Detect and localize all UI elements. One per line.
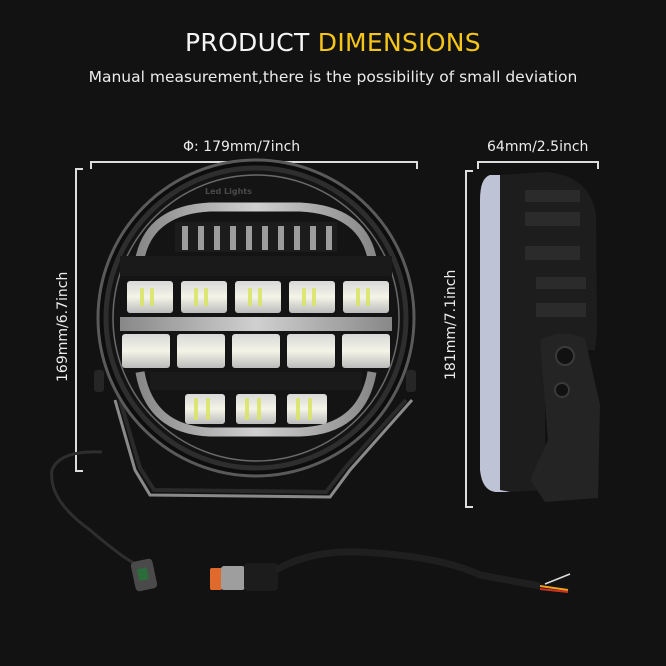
title-dimensions: DIMENSIONS bbox=[317, 28, 481, 57]
title-product: PRODUCT bbox=[185, 28, 310, 57]
brand-text: Led Lights bbox=[205, 187, 252, 196]
male-connector bbox=[130, 558, 158, 592]
front-height-bracket bbox=[75, 168, 83, 472]
page-title: PRODUCT DIMENSIONS bbox=[0, 28, 666, 57]
depth-bracket bbox=[477, 161, 599, 169]
subtitle: Manual measurement,there is the possibil… bbox=[88, 68, 578, 86]
depth-label: 64mm/2.5inch bbox=[487, 139, 589, 155]
diameter-label: Φ: 179mm/7inch bbox=[183, 139, 301, 155]
side-height-bracket bbox=[465, 170, 473, 508]
female-connector bbox=[210, 563, 278, 591]
